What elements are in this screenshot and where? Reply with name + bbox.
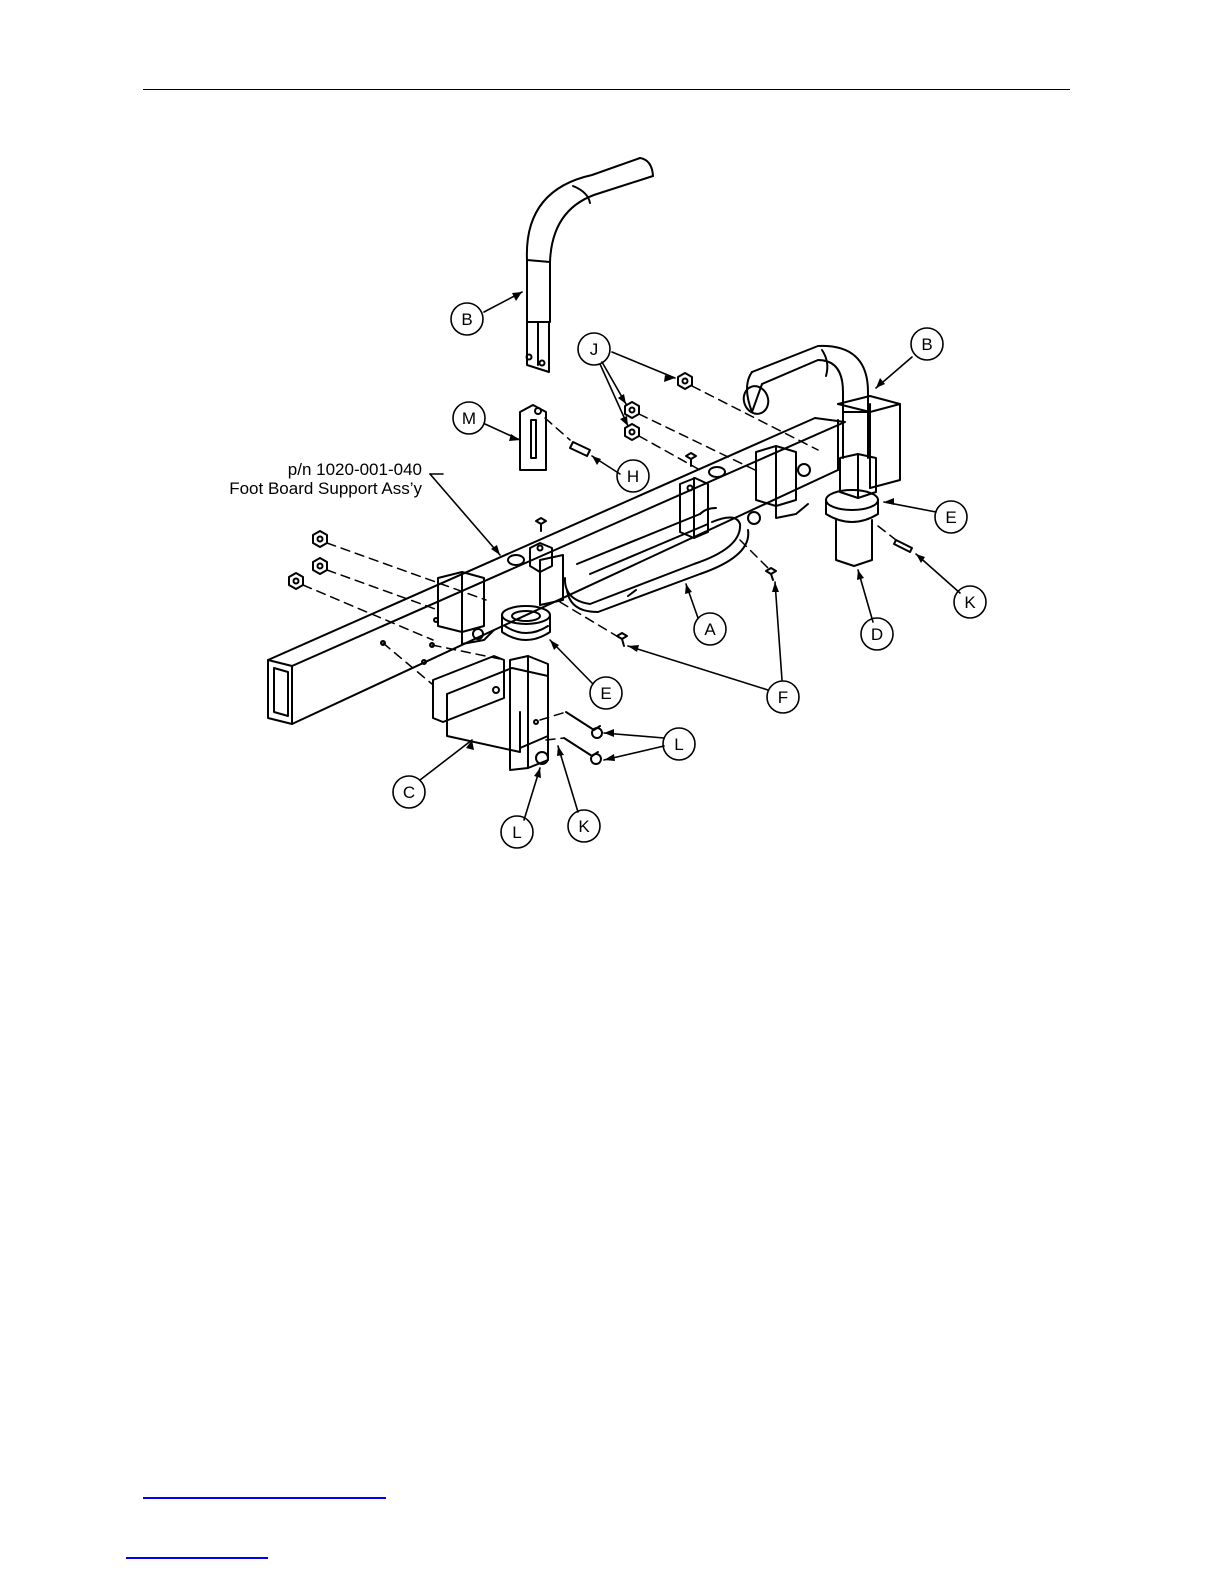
callout-letter-d: D: [871, 625, 883, 644]
part-j-nuts: [625, 373, 692, 440]
callout-circles: [393, 303, 986, 848]
callout-letter-f: F: [778, 688, 788, 707]
footer-link-underline-2[interactable]: [126, 1557, 268, 1559]
part-l-bolts: [564, 712, 602, 764]
assembly-part-number: p/n 1020-001-040: [214, 460, 422, 479]
part-k-right-pin: [894, 540, 912, 552]
callout-letter-k1: K: [964, 593, 976, 612]
callout-letter-l2: L: [512, 823, 521, 842]
part-f-screws: [536, 453, 776, 646]
callout-letter-e1: E: [945, 508, 956, 527]
leader-arrowheads: [466, 292, 925, 778]
part-m-plate: [520, 405, 546, 470]
callout-letter-b2: B: [921, 335, 932, 354]
assembly-note: p/n 1020-001-040 Foot Board Support Ass’…: [214, 460, 422, 498]
callout-letter-e2: E: [600, 684, 611, 703]
part-c-bracket: [433, 656, 548, 770]
callout-letter-a: A: [704, 620, 716, 639]
assembly-name: Foot Board Support Ass’y: [214, 479, 422, 498]
footer-link-underline-1[interactable]: [143, 1497, 386, 1499]
callout-letters: B B J M H E K D A E F L C L K: [403, 310, 976, 842]
left-nuts: [289, 531, 327, 589]
callout-letter-c: C: [403, 783, 415, 802]
part-h-pin: [570, 442, 590, 456]
callout-letter-l1: L: [674, 735, 683, 754]
callout-letter-k2: K: [578, 817, 590, 836]
callout-letter-h: H: [627, 467, 639, 486]
callout-letter-j: J: [590, 340, 599, 359]
callout-letter-b1: B: [461, 310, 472, 329]
callout-letter-m: M: [462, 409, 476, 428]
